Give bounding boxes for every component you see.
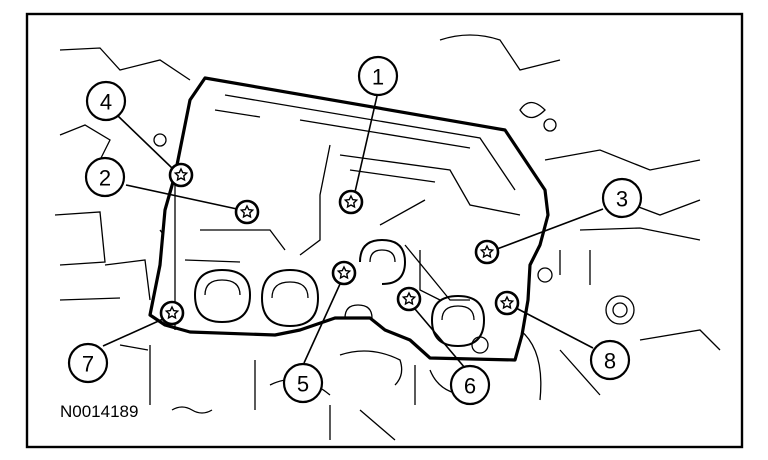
callout-6: 6 [449, 364, 491, 406]
bolt-1-marker [338, 189, 364, 215]
figure-id-label: N0014189 [60, 402, 138, 421]
leader-5 [303, 283, 341, 364]
leader-3 [496, 208, 604, 250]
leader-8 [515, 307, 594, 349]
bolt-4-marker [168, 162, 194, 188]
leader-2 [125, 184, 238, 210]
callout-6-label: 6 [464, 374, 476, 399]
leader-7 [102, 318, 164, 347]
valve-body-bores [193, 238, 486, 348]
bolt-7-marker [159, 300, 185, 326]
figure-id-squiggle [171, 406, 213, 414]
callout-2-label: 2 [99, 166, 111, 191]
leader-4 [117, 115, 173, 169]
leader-lines [102, 95, 604, 369]
bolt-8-marker [494, 290, 520, 316]
bolt-5-marker [331, 260, 357, 286]
bolt-6-marker [396, 286, 422, 312]
callout-3: 3 [601, 177, 643, 219]
transmission-case-background [54, 34, 721, 441]
bolt-3-marker [474, 239, 500, 265]
callout-2: 2 [84, 156, 126, 198]
callout-5-label: 5 [297, 372, 309, 397]
callout-7: 7 [67, 342, 109, 384]
callout-7-label: 7 [82, 352, 94, 377]
callout-5: 5 [282, 362, 324, 404]
callout-8-label: 8 [604, 349, 616, 374]
leader-1 [354, 95, 378, 193]
bolt-2-marker [234, 199, 260, 225]
callout-8: 8 [589, 339, 631, 381]
callout-1-label: 1 [372, 65, 384, 90]
callout-1: 1 [357, 55, 399, 97]
callout-3-label: 3 [616, 187, 628, 212]
callout-4-label: 4 [100, 90, 112, 115]
leader-6 [414, 308, 466, 369]
callout-4: 4 [85, 80, 127, 122]
